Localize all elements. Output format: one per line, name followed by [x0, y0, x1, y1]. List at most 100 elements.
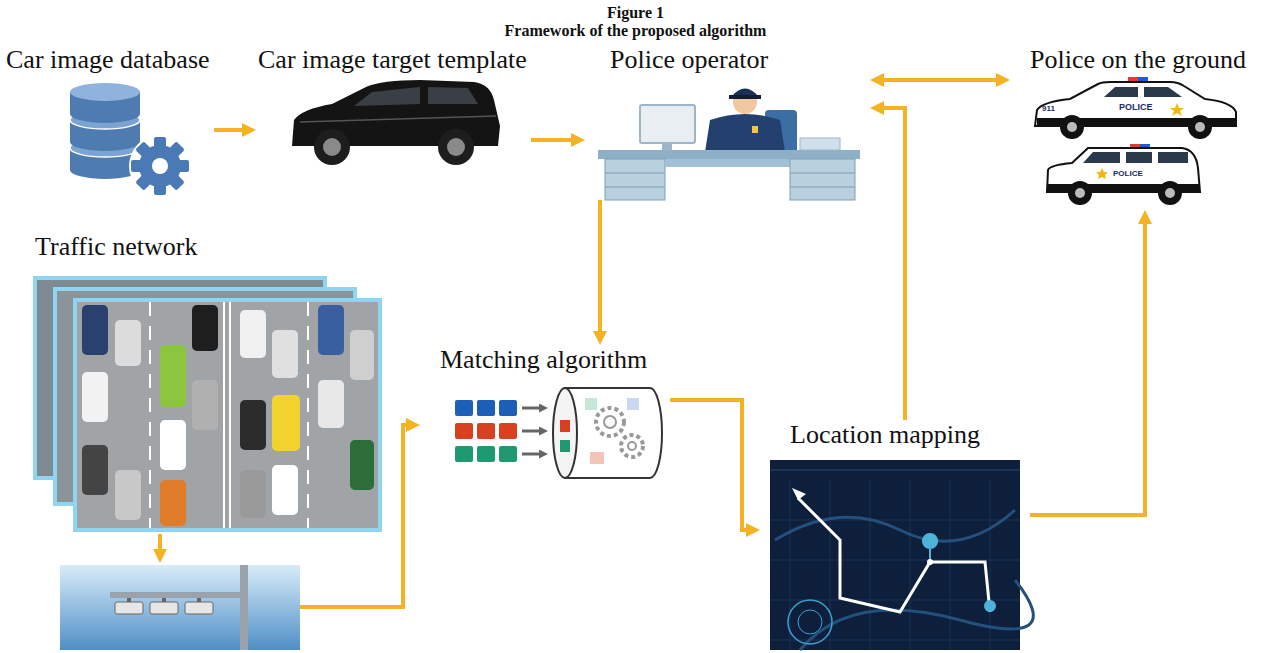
feature-blocks-part [455, 446, 473, 462]
police-car-part [1067, 122, 1077, 132]
gear-icon-part [135, 141, 184, 190]
camera-pole-part [110, 592, 248, 598]
traffic-photos-part [115, 470, 141, 520]
camera-pole-part [115, 602, 143, 614]
feature-blocks-part [499, 400, 517, 416]
feature-blocks [455, 400, 539, 462]
operator-illustration-part [729, 95, 761, 99]
gear-icon-part [152, 158, 168, 174]
operator-illustration-part [598, 150, 860, 159]
target-car-part [354, 87, 420, 106]
car-marking: POLICE [1119, 103, 1153, 112]
illustrated-node: Police operator [585, 45, 870, 200]
feature-blocks-part [477, 423, 495, 439]
traffic-photos-part [318, 380, 344, 428]
camera-pole-part [127, 598, 131, 602]
location-map-part [927, 559, 933, 565]
node-label: Police on the ground [1030, 45, 1246, 75]
feature-blocks-part [522, 430, 539, 433]
traffic-photos-part [75, 300, 380, 530]
illustrated-node: Car image target template [256, 45, 531, 170]
target-car-part [447, 138, 465, 156]
camera-pole-part [150, 602, 178, 614]
operator-illustration-part [665, 159, 790, 167]
location-map-part [792, 488, 806, 500]
feature-blocks-part [455, 423, 473, 439]
matcher-cylinder-part [627, 398, 639, 410]
operator-illustration-part [790, 173, 855, 174]
flow-arrow [214, 128, 242, 132]
location-map-part [788, 600, 832, 644]
operator-illustration-part [705, 114, 785, 152]
car-marking: 911 [1042, 105, 1055, 113]
target-car-part [323, 138, 341, 156]
target-car-part [314, 129, 350, 165]
feature-blocks-part [455, 400, 473, 416]
police-suv-part [1096, 168, 1108, 179]
target-car-part [300, 116, 496, 122]
operator-illustration-part [790, 187, 855, 188]
flow-arrow [670, 400, 746, 530]
police-car [1035, 77, 1236, 139]
operator-illustration [598, 89, 860, 201]
traffic-photos-part [307, 302, 309, 528]
illustrated-node: Matching algorithm [420, 345, 670, 490]
police-car-part [1188, 115, 1212, 139]
flow-arrow [531, 138, 571, 142]
feature-blocks-part [499, 446, 517, 462]
location-map-part [798, 498, 990, 612]
traffic-photos-part [272, 395, 300, 451]
camera-pole-part [197, 598, 201, 602]
feature-blocks-part [499, 423, 517, 439]
flow-arrow [598, 200, 602, 331]
camera-pole-part [158, 534, 162, 549]
flow-arrow [385, 425, 406, 607]
operator-illustration-part [662, 143, 672, 151]
traffic-photos [35, 278, 380, 530]
camera-pole-part [162, 598, 166, 602]
traffic-photos-part [149, 302, 151, 528]
illustrated-node: Police on the ground [1010, 45, 1265, 210]
traffic-photos-part [272, 465, 298, 515]
gear-icon-part [139, 145, 181, 187]
traffic-photos-part [82, 445, 108, 495]
operator-illustration-part [752, 126, 758, 133]
database-icon-part [70, 83, 140, 101]
traffic-photos-part [82, 305, 108, 355]
traffic-photos-part [229, 302, 231, 528]
matcher-cylinder-part [621, 435, 643, 457]
police-suv-part [1068, 181, 1092, 205]
car-marking: POLICE [1113, 170, 1143, 178]
traffic-photos-part [272, 330, 298, 378]
matcher-cylinder-part [604, 416, 616, 428]
traffic-photos-part [160, 420, 186, 470]
figure-caption: Framework of the proposed algorithm [0, 22, 1271, 40]
traffic-photos-part [192, 380, 218, 430]
police-car-part [1195, 122, 1205, 132]
operator-illustration-part [605, 159, 665, 200]
feature-blocks-part [522, 407, 539, 410]
illustrated-node: Traffic network [25, 232, 385, 653]
flow-arrow [884, 78, 996, 82]
traffic-photos-part [115, 320, 141, 366]
flow-arrow [884, 108, 905, 420]
police-suv-part [1158, 181, 1182, 205]
node-label: Car image database [6, 45, 210, 75]
gear-icon [129, 135, 191, 197]
feature-blocks-part [477, 400, 495, 416]
matcher-cylinder-part [553, 388, 577, 478]
camera-pole [60, 534, 387, 650]
target-car [292, 80, 500, 165]
police-car-part [1104, 87, 1138, 97]
police-suv-part [1075, 188, 1085, 198]
police-suv-part [1126, 152, 1152, 163]
camera-pole-part [185, 602, 213, 614]
target-car-part [428, 87, 478, 104]
police-suv-part [1158, 152, 1188, 163]
traffic-photos-part [82, 372, 108, 422]
traffic-photos-part [240, 470, 266, 518]
gear-icon-part [129, 135, 191, 197]
operator-illustration-part [800, 138, 840, 150]
traffic-photos-part [350, 440, 374, 490]
